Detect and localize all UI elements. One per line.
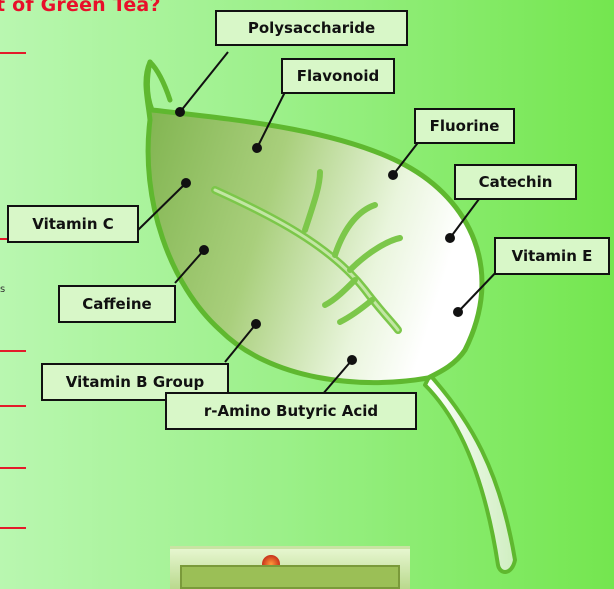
label-vitamin-e: Vitamin E [494, 237, 610, 275]
red-divider [0, 52, 26, 54]
red-divider [0, 350, 26, 352]
label-vitamin-c: Vitamin C [7, 205, 139, 243]
label-fluorine: Fluorine [414, 108, 515, 144]
leader-amino [321, 359, 353, 396]
red-divider [0, 467, 26, 469]
marker-dots [175, 107, 463, 365]
leader-polysaccharide [179, 51, 229, 113]
leaf-vein [337, 297, 375, 325]
dot-catechin [445, 233, 455, 243]
label-vitamin-b-group: Vitamin B Group [41, 363, 229, 401]
leader-flavonoid [256, 91, 286, 149]
dot-amino [347, 355, 357, 365]
dot-polysaccharide [175, 107, 185, 117]
tea-box-panel [180, 565, 400, 589]
page-title: t of Green Tea? [0, 0, 161, 16]
leaf-vein [302, 169, 323, 233]
leaf-stem [423, 373, 517, 574]
label-catechin: Catechin [454, 164, 577, 200]
dot-flavonoid [252, 143, 262, 153]
label-flavonoid: Flavonoid [281, 58, 395, 94]
dot-caffeine [199, 245, 209, 255]
leaf-vein [322, 277, 358, 308]
label-polysaccharide: Polysaccharide [215, 10, 408, 46]
red-divider [0, 527, 26, 529]
leader-caffeine [174, 249, 205, 284]
dot-fluorine [388, 170, 398, 180]
leaf-vein [347, 235, 403, 273]
leader-lines [137, 51, 501, 396]
leader-catechin [449, 194, 483, 239]
leaf-vein [332, 202, 378, 258]
leader-vitamin-e [457, 267, 501, 313]
truncated-text: s [0, 284, 6, 295]
label-amino-butyric-acid: r-Amino Butyric Acid [165, 392, 417, 430]
dot-vitamin-b [251, 319, 261, 329]
dot-vitamin-e [453, 307, 463, 317]
red-divider [0, 405, 26, 407]
leader-vitamin-c [137, 182, 187, 231]
label-caffeine: Caffeine [58, 285, 176, 323]
dot-vitamin-c [181, 178, 191, 188]
leaf-tip [147, 59, 173, 103]
leader-vitamin-b [224, 323, 257, 363]
leader-fluorine [392, 139, 421, 176]
